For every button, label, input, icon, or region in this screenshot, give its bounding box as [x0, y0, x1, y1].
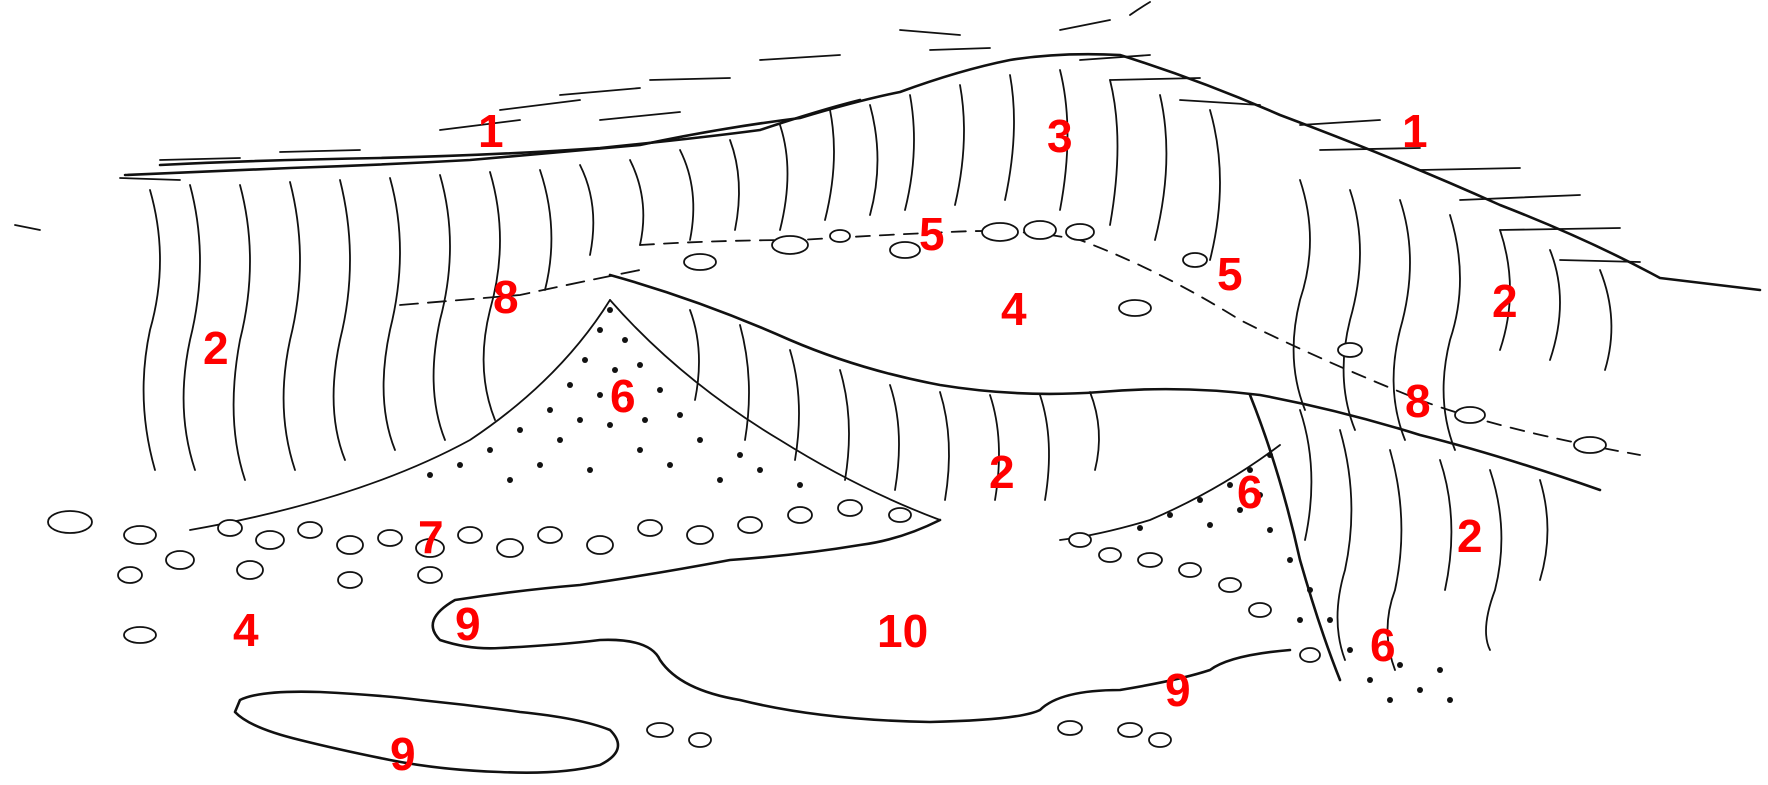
label-9-bottom: 9 [390, 728, 416, 780]
label-2-right-lower: 2 [1457, 510, 1483, 562]
label-4-lower: 4 [233, 604, 259, 656]
middle-face-hatching [690, 310, 1099, 500]
label-6-right-lower: 6 [1370, 619, 1396, 671]
left-bench-line [400, 270, 640, 305]
label-8-right: 8 [1405, 375, 1431, 427]
label-6-right-upper: 6 [1237, 466, 1263, 518]
pond-edge-stones [647, 721, 1171, 747]
upper-floor-boulders [684, 221, 1606, 453]
label-9-left: 9 [455, 598, 481, 650]
right-face-hatching [1294, 180, 1612, 670]
label-1-right: 1 [1402, 105, 1428, 157]
label-6-left: 6 [610, 370, 636, 422]
label-3: 3 [1047, 110, 1073, 162]
diagram-labels: 1 1 3 5 5 4 8 8 2 2 2 2 6 6 6 7 4 9 9 9 … [203, 105, 1518, 780]
label-5-right: 5 [1217, 248, 1243, 300]
upper-floor-back-edge [640, 231, 1640, 455]
label-2-right-upper: 2 [1492, 275, 1518, 327]
label-2-centre: 2 [989, 446, 1015, 498]
label-7: 7 [418, 511, 444, 563]
left-scree-cone [48, 300, 940, 643]
label-2-left: 2 [203, 322, 229, 374]
label-4-upper: 4 [1001, 283, 1027, 335]
upper-floor-front-edge [610, 275, 1600, 490]
plateau-surface-hatching [15, 2, 1640, 262]
upper-face-hatching [580, 70, 1220, 260]
right-lower-face-edge [1250, 395, 1340, 680]
pond-large-outline [433, 520, 1290, 722]
label-1-left: 1 [478, 105, 504, 157]
pond-lower-outline [235, 692, 618, 773]
label-10: 10 [877, 605, 928, 657]
label-5-left: 5 [919, 208, 945, 260]
label-9-right: 9 [1165, 664, 1191, 716]
label-8-left: 8 [493, 271, 519, 323]
